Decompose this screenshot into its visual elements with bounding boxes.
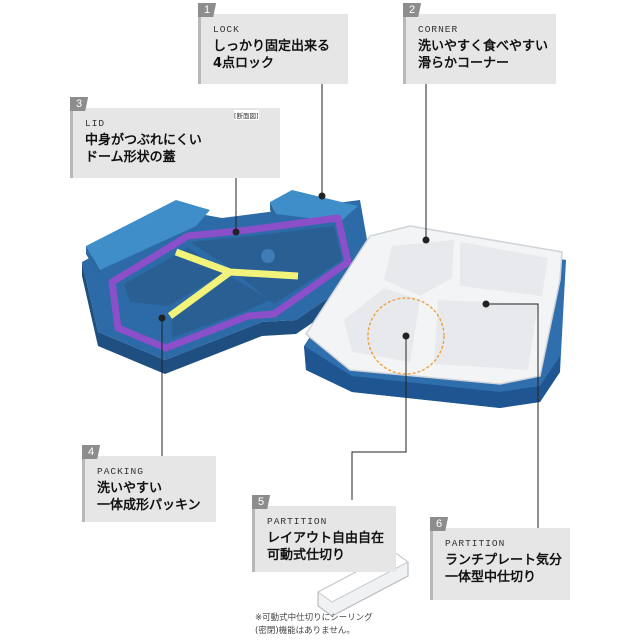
callout-text: 中身がつぶれにくい ドーム形状の蓋 xyxy=(85,133,202,165)
lock-tab-right xyxy=(270,190,358,222)
callout-text: しっかり固定出来る 4点ロック xyxy=(213,39,331,71)
callout-lock: 1 LOCK しっかり固定出来る 4点ロック xyxy=(198,3,348,84)
footnote: ※可動式中仕切りにシーリング (密閉)機能はありません。 xyxy=(255,613,373,636)
packing-ring xyxy=(108,214,352,352)
callout-partition-movable: 5 PARTITION レイアウト自由自在 可動式仕切り xyxy=(252,495,396,572)
callout-partition-integrated: 6 PARTITION ランチプレート気分 一体型中仕切り xyxy=(430,517,570,600)
callout-packing: 4 PACKING 洗いやすい 一体成形パッキン xyxy=(82,445,216,522)
callout-number: 1 xyxy=(198,3,217,17)
callout-label: PACKING xyxy=(97,466,144,477)
callout-label: PARTITION xyxy=(445,538,506,549)
callout-number: 3 xyxy=(70,97,89,111)
partition-highlight-circle xyxy=(367,297,445,375)
callout-label: PARTITION xyxy=(267,516,328,527)
callout-number: 2 xyxy=(403,3,422,17)
lock-tab-left xyxy=(86,200,210,270)
callout-text: ランチプレート気分 一体型中仕切り xyxy=(445,553,563,585)
callout-text: 洗いやすく食べやすい 滑らかコーナー xyxy=(418,39,549,71)
callout-text: レイアウト自由自在 可動式仕切り xyxy=(267,531,385,563)
callout-label: LID xyxy=(85,118,106,129)
lid-inset-tag: [断面図] xyxy=(234,110,259,120)
callout-text: 洗いやすい 一体成形パッキン xyxy=(97,481,201,513)
callout-number: 4 xyxy=(82,445,101,459)
callout-label: LOCK xyxy=(213,24,240,35)
tray xyxy=(304,225,566,408)
callout-number: 5 xyxy=(252,495,271,509)
callout-label: CORNER xyxy=(418,24,459,35)
leader-lines xyxy=(158,84,539,528)
callout-number: 6 xyxy=(430,517,449,531)
callout-corner: 2 CORNER 洗いやすく食べやすい 滑らかコーナー xyxy=(403,3,556,84)
